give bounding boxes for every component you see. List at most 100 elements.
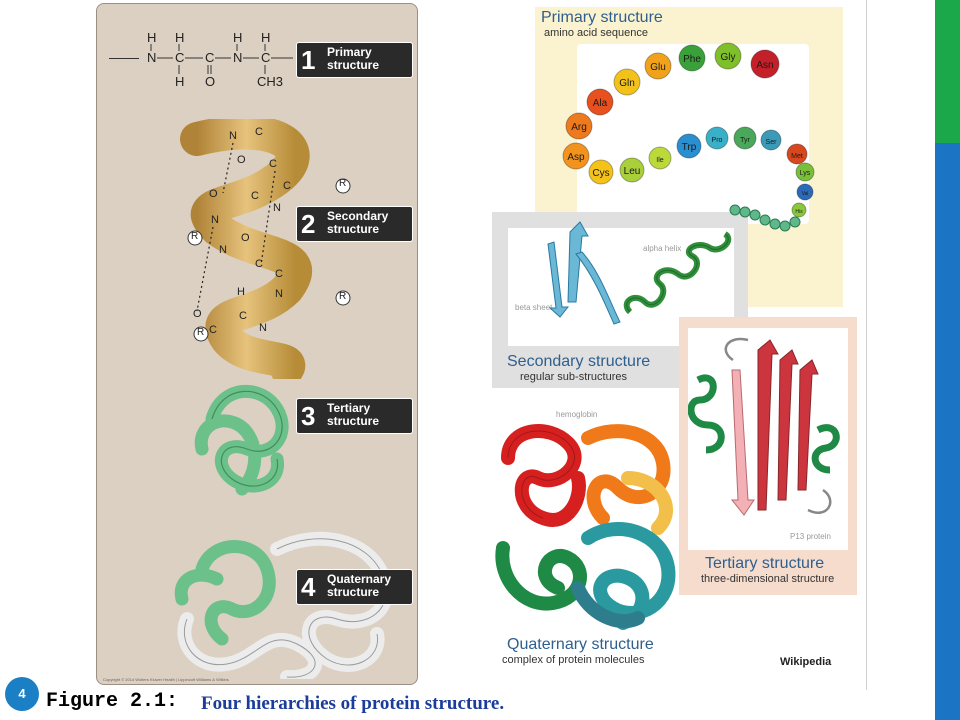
svg-text:O: O	[209, 188, 218, 200]
r-group-label: R	[339, 178, 347, 189]
residue-label: Pro	[712, 137, 723, 144]
residue-bead	[750, 49, 780, 79]
secondary-shapes	[547, 221, 732, 325]
atom-h: H	[233, 30, 243, 45]
svg-text:C: C	[251, 190, 259, 202]
p13-protein-label: P13 protein	[790, 532, 831, 541]
residue-label: Gly	[721, 52, 736, 63]
copyright-notice: Copyright © 2014 Wolters Kluwer Health |…	[103, 677, 229, 682]
svg-text:N: N	[259, 322, 267, 334]
residue-label: Gln	[619, 78, 635, 89]
residue-bead	[676, 133, 702, 159]
residue-label: His	[795, 209, 803, 215]
level-number: 2	[301, 209, 316, 239]
svg-text:C: C	[269, 158, 277, 170]
residue-bead	[562, 142, 590, 170]
residue-bead	[586, 88, 614, 116]
residue-label: Met	[791, 153, 803, 160]
svg-text:N: N	[229, 130, 237, 142]
chain-tail-beads	[729, 204, 801, 232]
svg-text:O: O	[193, 308, 202, 320]
hemoglobin-model	[495, 424, 676, 630]
tertiary-ribbon	[688, 337, 840, 516]
primary-title: Primary structure	[541, 9, 663, 26]
atom-h: H	[147, 30, 157, 45]
atom-c: C	[261, 50, 271, 65]
residue-bead	[760, 129, 782, 151]
atom-h: H	[175, 74, 185, 89]
svg-text:N: N	[273, 202, 281, 214]
hemoglobin-label: hemoglobin	[556, 410, 598, 419]
residue-label: Lys	[800, 170, 811, 177]
atom-c: C	[205, 50, 215, 65]
residue-bead	[588, 159, 614, 185]
textbook-figure-panel: H N H C H C O H N H C CH3	[96, 3, 418, 685]
svg-text:N: N	[211, 214, 219, 226]
residue-bead	[648, 146, 672, 170]
residue-bead	[714, 42, 742, 70]
quaternary-subtitle: complex of protein molecules	[502, 654, 645, 666]
svg-text:H: H	[237, 286, 245, 298]
svg-text:C: C	[275, 268, 283, 280]
slide-number-badge: 4	[5, 677, 39, 711]
residue-label: Phe	[683, 54, 701, 65]
level-number: 3	[301, 401, 316, 431]
residue-bead	[565, 112, 593, 140]
residue-label: Leu	[624, 166, 641, 177]
atom-h: H	[261, 30, 271, 45]
accent-bar-green	[935, 0, 960, 143]
residue-bead	[678, 44, 706, 72]
secondary-title: Secondary structure	[507, 353, 651, 370]
svg-text:N: N	[219, 244, 227, 256]
quaternary-title: Quaternary structure	[507, 636, 654, 653]
svg-text:C: C	[239, 310, 247, 322]
svg-text:N: N	[275, 288, 283, 300]
figure-label: Figure 2.1:	[46, 690, 179, 713]
residue-label: Tyr	[740, 137, 750, 144]
alpha-helix-label: alpha helix	[643, 244, 682, 253]
residue-bead	[705, 126, 729, 150]
residue-label: Trp	[682, 142, 697, 153]
residue-label: Asp	[567, 152, 585, 163]
r-group-label: R	[339, 291, 347, 302]
divider-line	[866, 0, 867, 690]
secondary-subtitle: regular sub-structures	[520, 371, 627, 383]
atom-ch3: CH3	[257, 74, 284, 89]
backbone-bonds	[150, 44, 293, 74]
r-group-label: R	[197, 327, 205, 338]
atom-c: C	[175, 50, 185, 65]
beta-sheet-label: beta sheet	[515, 303, 553, 312]
residue-label: Glu	[650, 62, 666, 73]
r-group-label: R	[191, 231, 199, 242]
residue-bead	[644, 52, 672, 80]
residue-bead	[619, 157, 645, 183]
residue-bead	[613, 68, 641, 96]
quaternary-tubes	[174, 531, 393, 679]
residue-label: Val	[802, 191, 809, 197]
svg-text:C: C	[255, 258, 263, 270]
residue-bead	[796, 183, 814, 201]
tertiary-subtitle: three-dimensional structure	[701, 573, 835, 585]
residue-bead	[791, 202, 807, 218]
residue-label: Cys	[592, 168, 609, 179]
svg-text:C: C	[255, 126, 263, 138]
atom-n: N	[233, 50, 243, 65]
accent-bar-blue	[935, 143, 960, 720]
residue-label: Ala	[593, 98, 608, 109]
residue-label: Asn	[756, 60, 773, 71]
residue-bead	[786, 143, 808, 165]
image-credit: Wikipedia	[780, 656, 832, 668]
residue-label: Ile	[656, 157, 664, 164]
atom-o: O	[205, 74, 216, 89]
residue-label: Ser	[766, 139, 778, 146]
atom-n: N	[147, 50, 157, 65]
primary-subtitle: amino acid sequence	[544, 27, 648, 39]
